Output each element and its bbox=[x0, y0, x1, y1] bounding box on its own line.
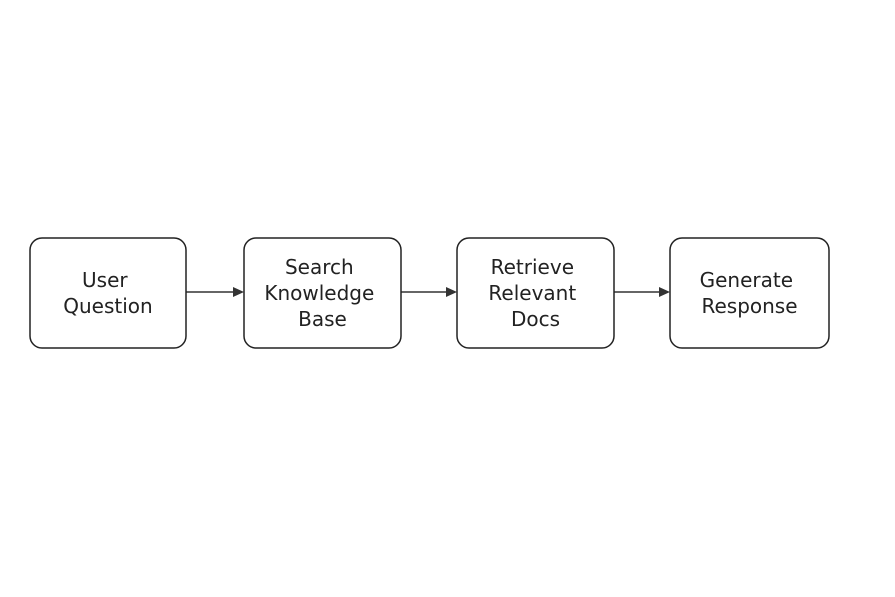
node-box-search-knowledge-base bbox=[243, 237, 402, 349]
node-label-line: Response bbox=[701, 294, 797, 318]
edge-arrow bbox=[401, 287, 457, 297]
node-label-retrieve-relevant-docs: Retrieve Relevant Docs bbox=[488, 255, 582, 331]
node-label-user-question: User Question bbox=[63, 268, 152, 318]
node-label-line: Generate bbox=[700, 268, 793, 292]
node-label-line: Retrieve bbox=[491, 255, 574, 279]
arrow-head-icon bbox=[233, 287, 244, 297]
node-label-line: Knowledge bbox=[264, 281, 374, 305]
edges-layer bbox=[186, 287, 670, 297]
node-box-user-question bbox=[29, 237, 187, 349]
node-box-retrieve-relevant-docs bbox=[456, 237, 615, 349]
node-label-line: Relevant bbox=[488, 281, 576, 305]
node-label-line: Search bbox=[285, 255, 354, 279]
node-user-question: User Question bbox=[29, 237, 187, 349]
node-label-search-knowledge-base: Search Knowledge Base bbox=[264, 255, 380, 331]
node-generate-response: Generate Response bbox=[669, 237, 830, 349]
node-label-line: Docs bbox=[511, 307, 560, 331]
node-label-line: Base bbox=[298, 307, 347, 331]
node-retrieve-relevant-docs: Retrieve Relevant Docs bbox=[456, 237, 615, 349]
edge-arrow bbox=[614, 287, 670, 297]
node-label-line: User bbox=[82, 268, 128, 292]
node-search-knowledge-base: Search Knowledge Base bbox=[243, 237, 402, 349]
arrow-head-icon bbox=[446, 287, 457, 297]
nodes-layer: User Question Search Knowledge Base Retr… bbox=[29, 237, 830, 349]
edge-arrow bbox=[186, 287, 244, 297]
node-label-generate-response: Generate Response bbox=[700, 268, 800, 318]
node-label-line: Question bbox=[63, 294, 152, 318]
node-box-generate-response bbox=[669, 237, 830, 349]
arrow-head-icon bbox=[659, 287, 670, 297]
